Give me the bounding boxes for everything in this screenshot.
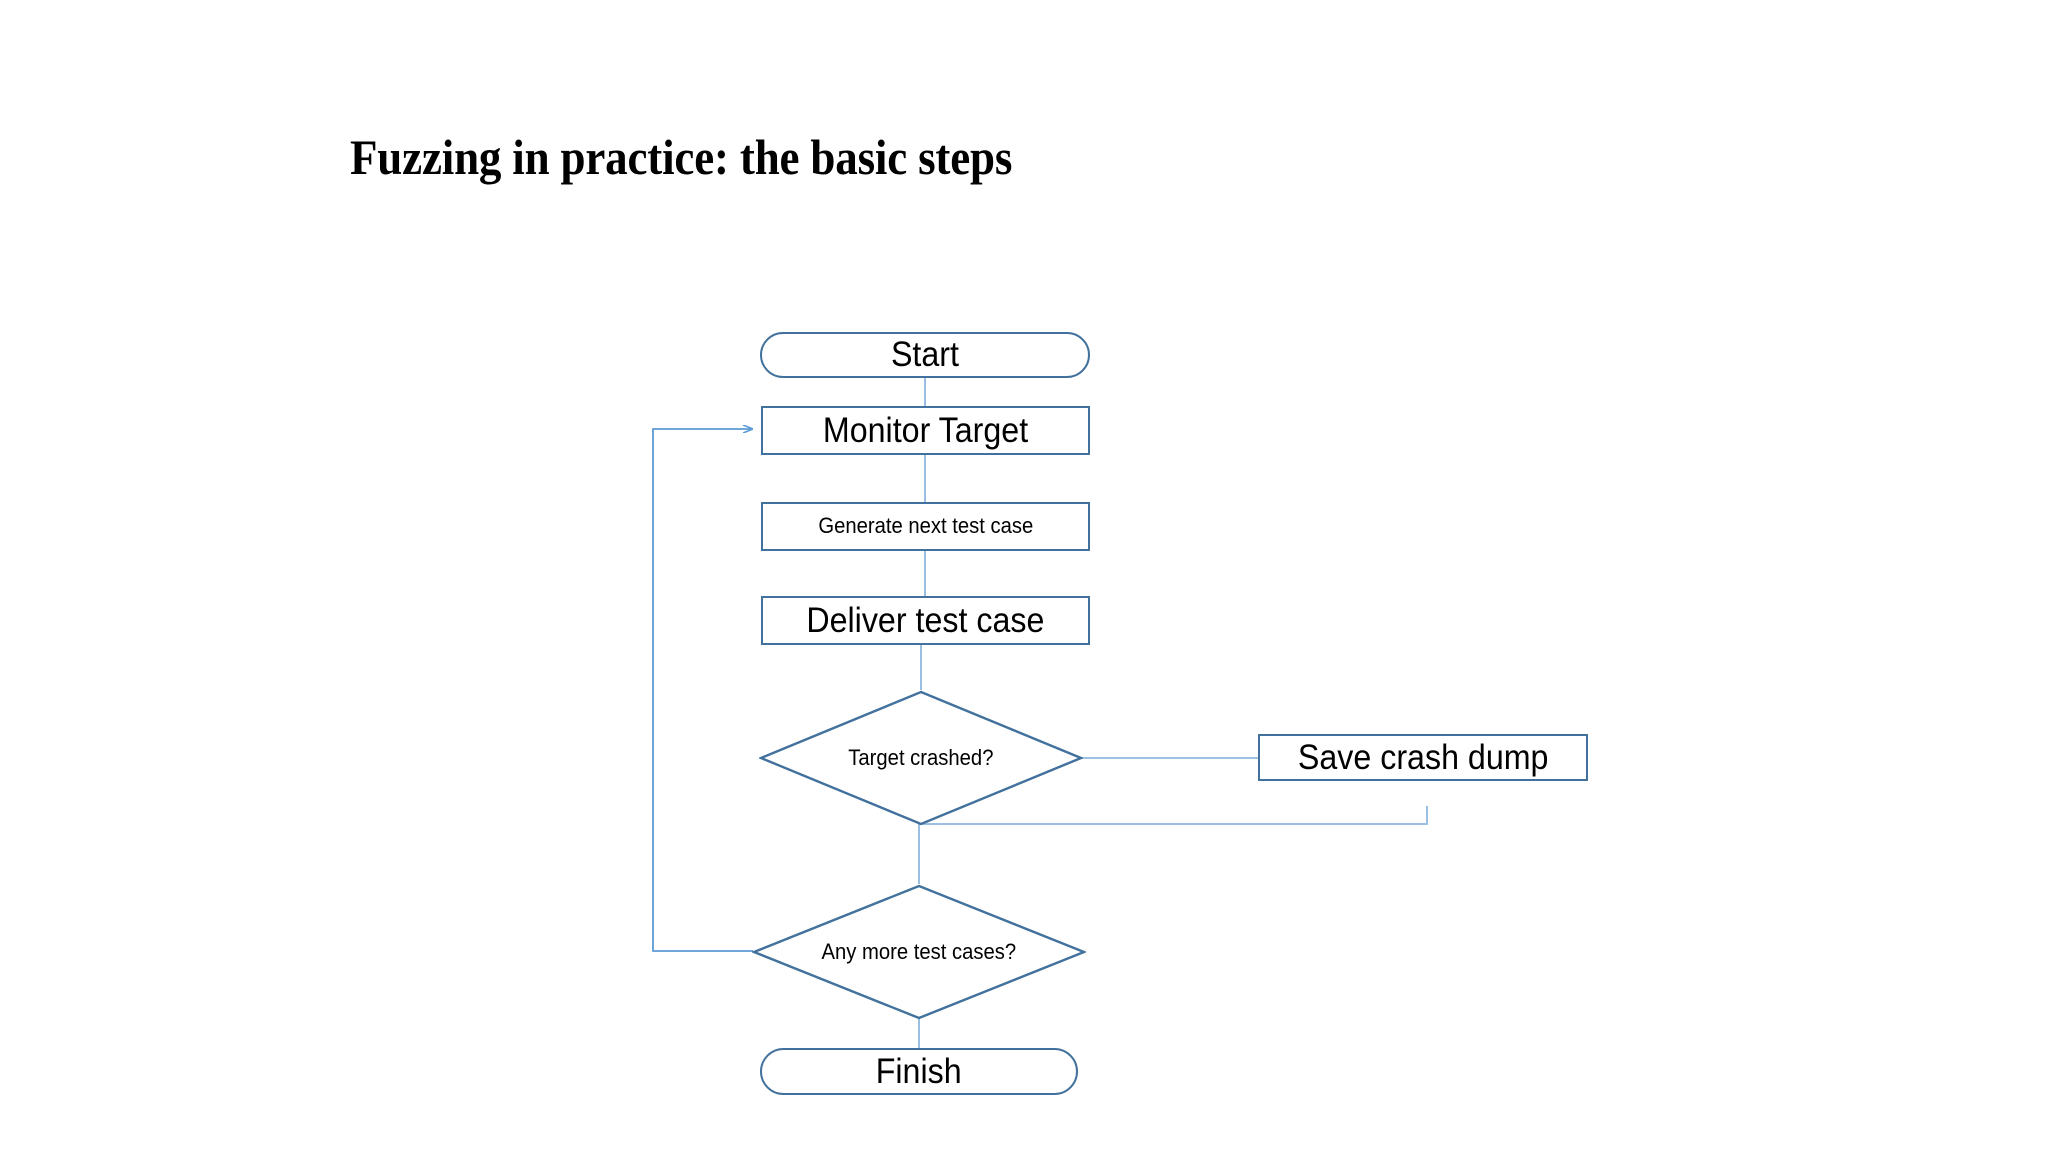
node-save-crash-dump[interactable]: Save crash dump	[1258, 734, 1588, 781]
node-start[interactable]: Start	[760, 332, 1090, 378]
node-save-crash-dump-label: Save crash dump	[1297, 737, 1549, 777]
node-monitor-target[interactable]: Monitor Target	[761, 406, 1090, 455]
node-any-more-test-cases[interactable]: Any more test cases?	[752, 884, 1086, 1020]
node-target-crashed-label: Target crashed?	[848, 744, 994, 770]
page-title: Fuzzing in practice: the basic steps	[350, 129, 1013, 185]
edge-anymore-to-monitor	[652, 429, 753, 952]
node-generate-test-case[interactable]: Generate next test case	[761, 502, 1090, 551]
node-deliver-test-case-label: Deliver test case	[806, 600, 1045, 640]
node-finish-label: Finish	[876, 1051, 962, 1091]
node-start-label: Start	[890, 335, 959, 375]
node-any-more-test-cases-label: Any more test cases?	[821, 938, 1017, 964]
node-generate-test-case-label: Generate next test case	[818, 513, 1033, 539]
node-target-crashed[interactable]: Target crashed?	[759, 690, 1083, 826]
diamond-shape	[759, 690, 1083, 826]
node-deliver-test-case[interactable]: Deliver test case	[761, 596, 1090, 645]
diamond-shape	[752, 884, 1086, 1020]
node-finish[interactable]: Finish	[760, 1048, 1078, 1095]
node-monitor-target-label: Monitor Target	[822, 410, 1029, 450]
